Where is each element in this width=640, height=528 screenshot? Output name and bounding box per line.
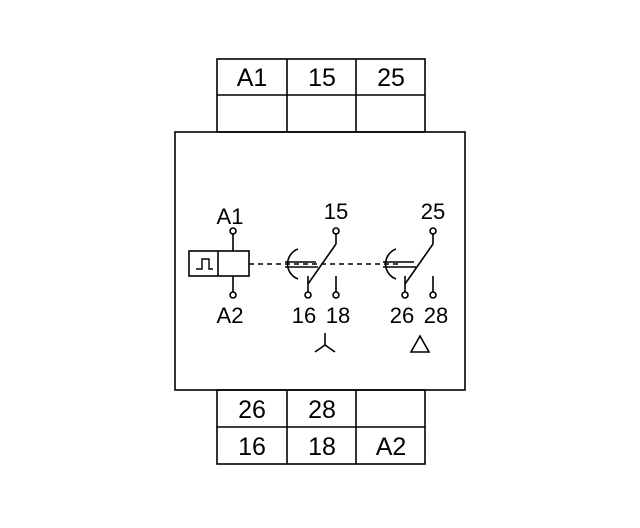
contact-1-terminal-dot-18: [332, 291, 340, 299]
delta-symbol: [409, 334, 431, 353]
contact-1-label-15: 15: [324, 199, 348, 224]
contact-2-terminal-dot-28: [429, 291, 437, 299]
bottom-terminal-label-26: 26: [238, 396, 266, 424]
coil-label-a2: A2: [217, 303, 244, 328]
bottom-terminal-block: [216, 389, 426, 465]
changeover-contact-2: [383, 227, 437, 299]
contact-1-label-16: 16: [292, 303, 316, 328]
timing-arc-icon: [286, 248, 299, 280]
coil-terminal-dot-a2: [229, 291, 237, 299]
bottom-terminal-label-16: 16: [238, 433, 266, 461]
coil-box: [188, 250, 250, 277]
contact-2-terminal-dot-26: [401, 291, 409, 299]
timing-arc-icon: [384, 248, 397, 280]
star-symbol: [314, 333, 336, 353]
bottom-terminal-label-a2: A2: [376, 433, 407, 461]
coil-terminal-dot-a1: [229, 227, 237, 235]
contact-1-switch-blade: [307, 243, 337, 285]
contact-1-terminal-dot-16: [304, 291, 312, 299]
contact-1-terminal-dot-15: [332, 227, 340, 235]
coil-label-a1: A1: [217, 204, 244, 229]
star-symbol-left-arm: [314, 344, 326, 353]
contact-2-terminal-dot-25: [429, 227, 437, 235]
bottom-terminal-label-28: 28: [308, 396, 336, 424]
contact-2-label-28: 28: [424, 303, 448, 328]
contact-1-label-18: 18: [326, 303, 350, 328]
top-terminal-label-15: 15: [308, 64, 336, 92]
contact-2-switch-blade: [404, 243, 434, 285]
changeover-contact-1: [285, 227, 340, 299]
bottom-terminal-label-18: 18: [308, 433, 336, 461]
bottom-terminal-labels: 26 28 16 18 A2: [238, 396, 406, 461]
top-terminal-label-a1: A1: [237, 64, 268, 92]
timing-pulse-icon: [196, 258, 213, 270]
contact-2-label-26: 26: [390, 303, 414, 328]
star-symbol-right-arm: [324, 344, 336, 353]
relay-coil: [188, 227, 250, 299]
contact-2-label-25: 25: [421, 199, 445, 224]
top-terminal-label-25: 25: [377, 64, 405, 92]
top-terminal-labels: A1 15 25: [237, 64, 405, 92]
